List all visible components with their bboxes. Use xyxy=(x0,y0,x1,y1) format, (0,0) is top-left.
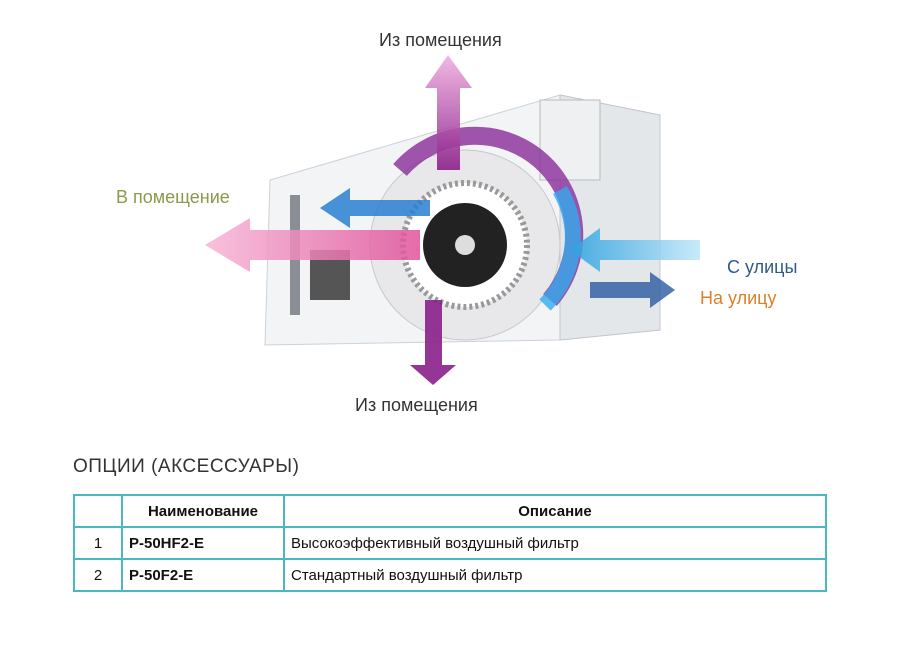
label-from-room-bottom: Из помещения xyxy=(355,395,478,415)
accessories-table: Наименование Описание 1 P-50HF2-E Высоко… xyxy=(73,494,827,592)
table-row: 1 P-50HF2-E Высокоэффективный воздушный … xyxy=(73,526,827,560)
arrow-from-room-bottom xyxy=(410,300,456,385)
arrow-to-room xyxy=(205,218,420,272)
label-to-outside: На улицу xyxy=(700,288,777,308)
arrow-blue-left xyxy=(320,188,430,228)
row-num: 2 xyxy=(73,558,123,592)
row-code: P-50F2-E xyxy=(121,558,285,592)
arrow-from-room-top xyxy=(425,55,472,170)
fan xyxy=(369,149,561,341)
row-num: 1 xyxy=(73,526,123,560)
label-to-room: В помещение xyxy=(116,187,230,207)
label-from-room-top: Из помещения xyxy=(379,30,502,50)
label-from-outside: С улицы xyxy=(727,257,798,277)
row-description: Высокоэффективный воздушный фильтр xyxy=(283,526,827,560)
section-title: ОПЦИИ (АКСЕССУАРЫ) xyxy=(73,456,300,477)
table-row: 2 P-50F2-E Стандартный воздушный фильтр xyxy=(73,558,827,592)
row-description: Стандартный воздушный фильтр xyxy=(283,558,827,592)
table-header-row: Наименование Описание xyxy=(73,494,827,528)
header-description: Описание xyxy=(283,494,827,528)
arrow-from-outside xyxy=(570,228,700,272)
header-num xyxy=(73,494,123,528)
row-code: P-50HF2-E xyxy=(121,526,285,560)
header-name: Наименование xyxy=(121,494,285,528)
arrow-to-outside xyxy=(590,272,675,308)
ventilation-unit-illustration xyxy=(205,55,700,385)
